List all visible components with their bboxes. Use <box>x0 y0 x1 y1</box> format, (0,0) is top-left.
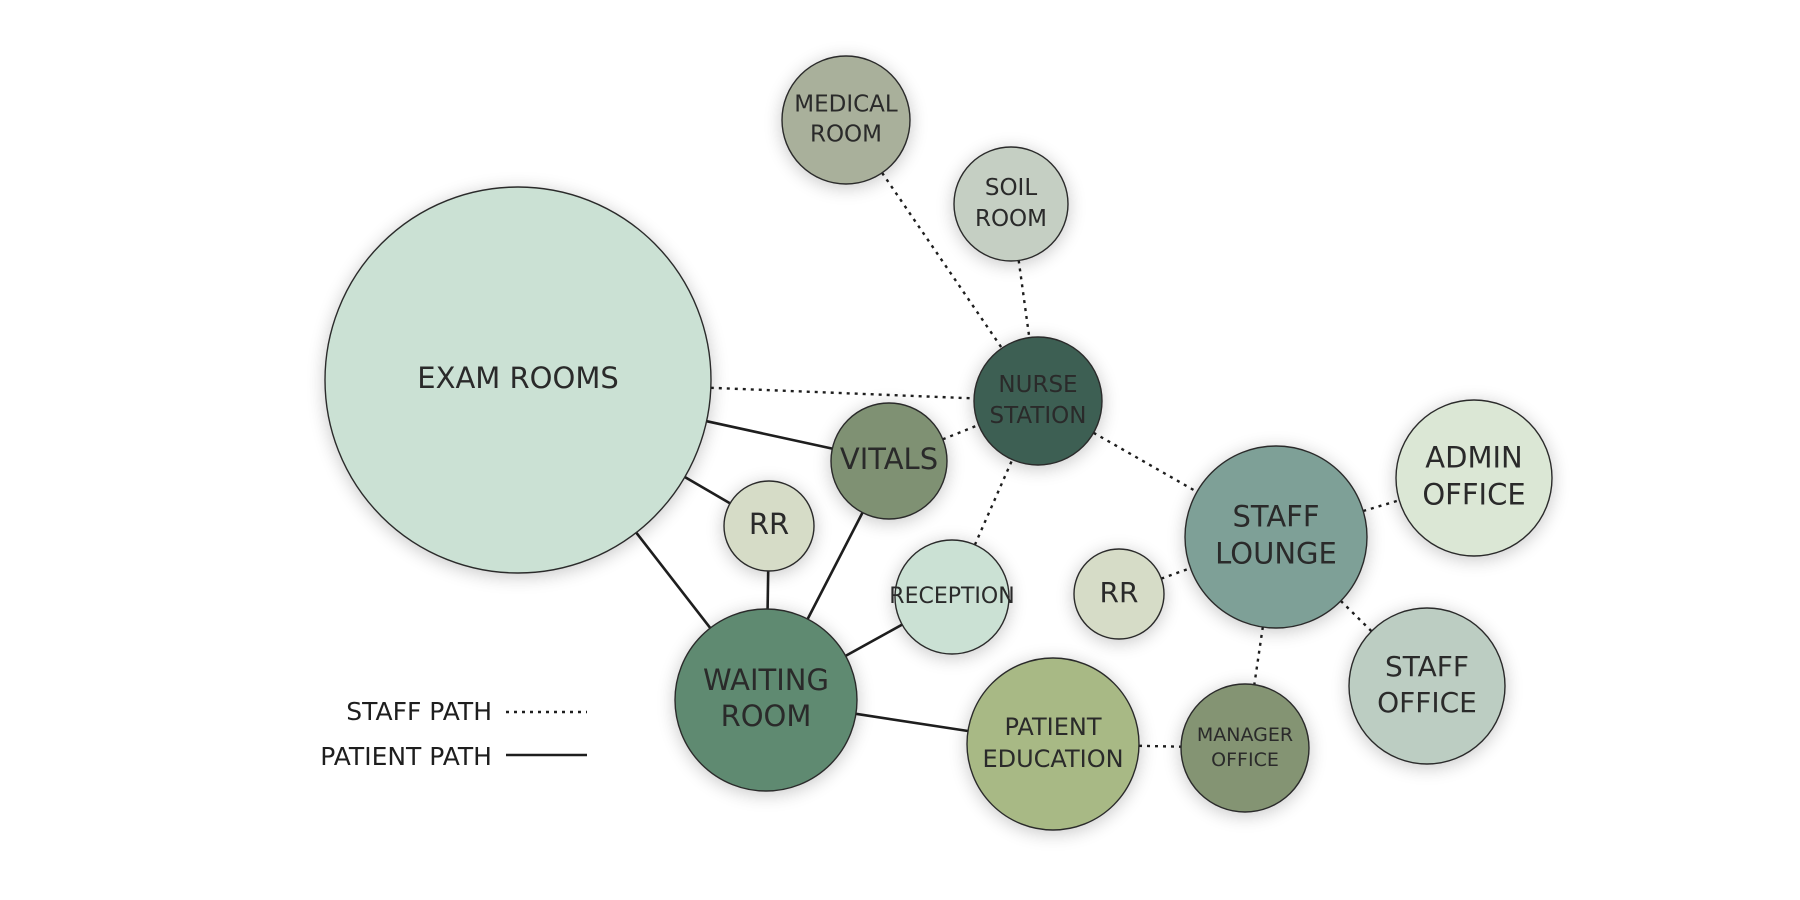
soil-room-label-line-2: ROOM <box>975 206 1047 232</box>
rr-left-label-line-1: RR <box>749 507 789 541</box>
soil-room-bubble <box>953 146 1069 262</box>
staff-path-medical-room-to-nurse-station <box>881 172 1003 349</box>
staff-lounge-label-line-2: LOUNGE <box>1215 537 1337 571</box>
staff-path-soil-room-to-nurse-station <box>1017 260 1031 338</box>
staff-office-label-line-2: OFFICE <box>1377 686 1477 719</box>
legend-patient-label: PATIENT PATH <box>320 742 492 771</box>
node-soil-room: SOIL ROOM <box>953 146 1069 262</box>
admin-office-bubble <box>1395 399 1553 557</box>
waiting-room-bubble <box>674 608 858 792</box>
vitals-bubble <box>830 402 948 520</box>
staff-office-label-line-1: STAFF <box>1385 650 1469 683</box>
reception-bubble <box>894 539 1010 655</box>
node-reception: RECEPTION <box>889 539 1015 655</box>
waiting-room-label-line-1: WAITING <box>703 663 829 697</box>
soil-room-label-line-1: SOIL <box>985 175 1037 201</box>
patient-education-label-line-2: EDUCATION <box>982 745 1123 773</box>
staff-path-rr-right-to-staff-lounge <box>1160 566 1191 580</box>
staff-office-bubble <box>1348 607 1506 765</box>
staff-path-reception-to-nurse-station <box>973 459 1014 546</box>
rr-left-bubble <box>723 480 815 572</box>
staff-path-staff-lounge-to-manager-office <box>1253 626 1264 685</box>
nurse-station-label-line-2: STATION <box>990 403 1087 429</box>
patient-path-waiting-room-to-patient-education <box>855 712 969 733</box>
node-exam-rooms: EXAM ROOMS <box>324 186 712 574</box>
staff-path-staff-lounge-to-staff-office <box>1339 600 1373 633</box>
connections <box>635 172 1400 748</box>
staff-lounge-bubble <box>1184 445 1368 629</box>
patient-path-reception-to-waiting-room <box>844 623 903 658</box>
vitals-label-line-1: VITALS <box>840 442 938 476</box>
medical-room-label-line-2: ROOM <box>810 122 882 148</box>
staff-path-patient-education-to-manager-office <box>1138 744 1182 748</box>
node-nurse-station: NURSE STATION <box>973 336 1103 466</box>
patient-education-label-line-1: PATIENT <box>1004 713 1101 741</box>
rr-right-label-line-1: RR <box>1100 576 1139 609</box>
patient-path-vitals-to-waiting-room <box>806 512 864 620</box>
node-patient-education: PATIENT EDUCATION <box>966 657 1140 831</box>
path-legend: STAFF PATH PATIENT PATH <box>320 697 587 771</box>
node-vitals: VITALS <box>830 402 948 520</box>
node-medical-room: MEDICAL ROOM <box>781 55 911 185</box>
medical-room-label-line-1: MEDICAL <box>794 92 898 118</box>
exam-rooms-label-line-1: EXAM ROOMS <box>417 361 619 395</box>
staff-path-vitals-to-nurse-station <box>942 423 980 441</box>
rr-right-bubble <box>1073 548 1165 640</box>
staff-lounge-label-line-1: STAFF <box>1232 500 1319 534</box>
staff-path-exam-rooms-to-nurse-station <box>710 386 975 400</box>
patient-path-exam-rooms-to-waiting-room <box>635 531 712 629</box>
staff-path-staff-lounge-to-admin-office <box>1362 499 1400 513</box>
patient-path-exam-rooms-to-vitals <box>706 419 833 450</box>
waiting-room-label-line-2: ROOM <box>721 699 812 733</box>
space-bubbles: EXAM ROOMS MEDICAL ROOM SOIL ROOM NURSE STATIO… <box>324 55 1553 831</box>
node-rr-right: RR <box>1073 548 1165 640</box>
node-rr-left: RR <box>723 480 815 572</box>
patient-education-bubble <box>966 657 1140 831</box>
legend-staff-label: STAFF PATH <box>346 697 492 726</box>
patient-path-exam-rooms-to-rr-left <box>684 475 731 505</box>
patient-path-rr-left-to-waiting-room <box>766 570 770 610</box>
medical-room-bubble <box>781 55 911 185</box>
node-manager-office: MANAGER OFFICE <box>1180 683 1310 813</box>
admin-office-label-line-2: OFFICE <box>1422 478 1525 512</box>
admin-office-label-line-1: ADMIN <box>1425 441 1522 475</box>
manager-office-label-line-1: MANAGER <box>1197 724 1293 746</box>
nurse-station-label-line-1: NURSE <box>998 372 1077 398</box>
exam-rooms-bubble <box>324 186 712 574</box>
manager-office-label-line-2: OFFICE <box>1211 749 1279 771</box>
staff-path-nurse-station-to-staff-lounge <box>1093 431 1198 493</box>
reception-label-line-1: RECEPTION <box>889 584 1014 609</box>
nurse-station-bubble <box>973 336 1103 466</box>
manager-office-bubble <box>1180 683 1310 813</box>
